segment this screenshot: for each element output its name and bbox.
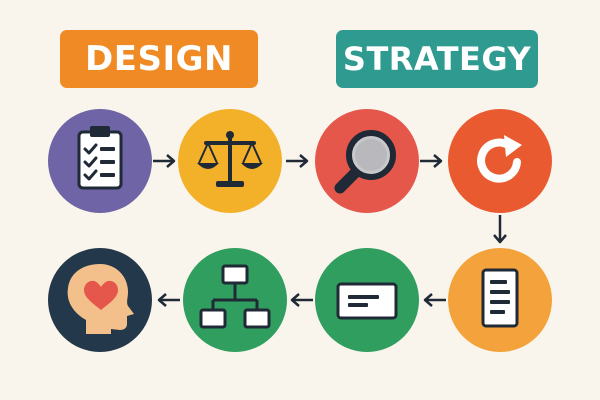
clipboard-checklist-icon	[77, 126, 123, 190]
node-balance[interactable]	[178, 109, 282, 213]
node-hierarchy[interactable]	[183, 248, 287, 352]
refresh-cycle-icon	[477, 135, 522, 183]
node-document[interactable]	[448, 248, 552, 352]
arrow-right-icon	[420, 154, 443, 168]
arrow-down-icon	[493, 215, 507, 244]
arrow-right-icon	[153, 154, 176, 168]
head-heart-icon	[67, 264, 134, 334]
strategy-label: STRATEGY	[336, 30, 538, 88]
node-cycle[interactable]	[448, 109, 552, 213]
message-box-icon	[336, 282, 398, 320]
arrow-left-icon	[423, 293, 446, 307]
arrow-left-icon	[157, 293, 180, 307]
node-message[interactable]	[315, 248, 419, 352]
document-lines-icon	[481, 268, 519, 328]
hierarchy-chart-icon	[199, 264, 271, 329]
magnifying-glass-icon	[334, 130, 396, 194]
arrow-right-icon	[286, 154, 309, 168]
node-search[interactable]	[315, 109, 419, 213]
design-label: DESIGN	[60, 30, 258, 88]
balance-scale-icon	[197, 131, 263, 187]
arrow-left-icon	[290, 293, 313, 307]
node-checklist[interactable]	[48, 109, 152, 213]
node-mind[interactable]	[48, 248, 152, 352]
